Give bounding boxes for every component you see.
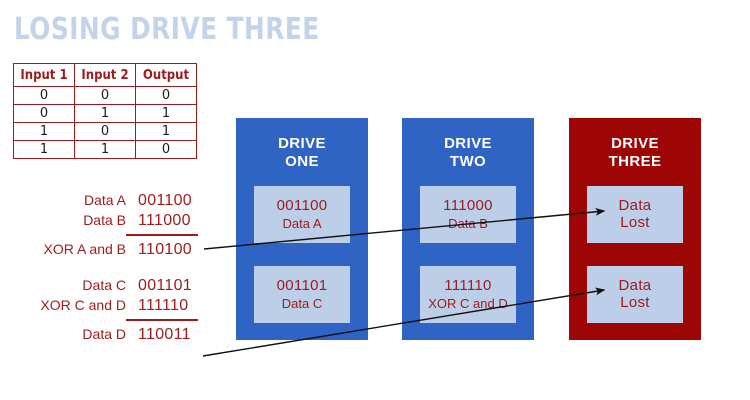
table-row: 1 0 1 bbox=[13, 122, 197, 141]
calc-divider-rule bbox=[126, 234, 198, 236]
table-cell: 1 bbox=[74, 104, 136, 123]
drive-title-line-1: DRIVE bbox=[444, 135, 492, 152]
calc-operand-row: Data A 001100 bbox=[8, 192, 210, 212]
table-cell: 0 bbox=[135, 140, 197, 159]
panel-label: Data C bbox=[281, 296, 323, 311]
panel-label: XOR C and D bbox=[428, 296, 508, 311]
calc-result-row: Data D 110011 bbox=[8, 326, 210, 346]
table-cell: 0 bbox=[13, 86, 75, 105]
calc-operand-value: 111110 bbox=[138, 297, 189, 314]
column-header-output: Output bbox=[135, 63, 197, 87]
drive-title-line-1: DRIVE bbox=[278, 135, 326, 152]
panel-label: Data A bbox=[282, 216, 322, 231]
drive-two-title: DRIVE TWO bbox=[402, 135, 534, 171]
panel-label: Data B bbox=[448, 216, 488, 231]
table-cell: 0 bbox=[74, 86, 136, 105]
column-header-input-2: Input 2 bbox=[74, 63, 136, 87]
calc-result-row: XOR A and B 110100 bbox=[8, 241, 210, 261]
drive-two-panel-data-b: 111000 Data B bbox=[420, 186, 516, 243]
calc-operand-row: XOR C and D 111110 bbox=[8, 297, 210, 317]
table-cell: 0 bbox=[74, 122, 136, 141]
calc-operand-value: 001101 bbox=[138, 277, 193, 294]
page-title: LOSING DRIVE THREE bbox=[14, 12, 320, 47]
calc-operand-label: Data A bbox=[83, 192, 126, 208]
table-cell: 1 bbox=[135, 122, 197, 141]
panel-bits: 111000 bbox=[443, 197, 493, 214]
calc-divider-rule bbox=[126, 319, 198, 321]
drive-two-panel-xor-cd: 111110 XOR C and D bbox=[420, 266, 516, 323]
table-header-row: Input 1 Input 2 Output bbox=[13, 63, 197, 87]
drive-title-line-2: ONE bbox=[285, 153, 319, 170]
table-row: 0 0 0 bbox=[13, 86, 197, 105]
table-cell: 1 bbox=[135, 104, 197, 123]
drive-one-box: DRIVE ONE 001100 Data A 001101 Data C bbox=[236, 118, 368, 340]
calc-result-label: Data D bbox=[82, 326, 126, 342]
calc-operand-row: Data C 001101 bbox=[8, 277, 210, 297]
drive-three-title: DRIVE THREE bbox=[569, 135, 701, 171]
calc-result-value: 110100 bbox=[138, 241, 193, 258]
xor-calculation-cd: Data C 001101 XOR C and D 111110 Data D … bbox=[8, 277, 210, 346]
drive-one-title: DRIVE ONE bbox=[236, 135, 368, 171]
table-row: 0 1 1 bbox=[13, 104, 197, 123]
calc-operand-label: XOR C and D bbox=[40, 297, 126, 313]
panel-lost-line-2: Lost bbox=[620, 294, 650, 311]
calc-operand-row: Data B 111000 bbox=[8, 212, 210, 232]
drive-three-box: DRIVE THREE Data Lost Data Lost bbox=[569, 118, 701, 340]
calc-operand-label: Data B bbox=[83, 212, 126, 228]
table-cell: 0 bbox=[13, 104, 75, 123]
panel-bits: 001101 bbox=[276, 277, 328, 294]
table-cell: 1 bbox=[13, 140, 75, 159]
drive-title-line-2: THREE bbox=[608, 153, 662, 170]
calc-result-value: 110011 bbox=[138, 326, 191, 343]
column-header-input-1: Input 1 bbox=[13, 63, 75, 87]
drive-title-line-2: TWO bbox=[449, 153, 487, 170]
drive-two-box: DRIVE TWO 111000 Data B 111110 XOR C and… bbox=[402, 118, 534, 340]
drive-one-panel-data-a: 001100 Data A bbox=[254, 186, 350, 243]
drive-title-line-1: DRIVE bbox=[611, 135, 659, 152]
panel-bits: 111110 bbox=[444, 277, 492, 294]
panel-lost-line-1: Data bbox=[618, 197, 652, 214]
table-cell: 1 bbox=[74, 140, 136, 159]
xor-calculation-ab: Data A 001100 Data B 111000 XOR A and B … bbox=[8, 192, 210, 261]
xor-truth-table: Input 1 Input 2 Output 0 0 0 0 1 1 1 0 1… bbox=[13, 63, 197, 159]
calc-operand-value: 001100 bbox=[138, 192, 193, 209]
calc-result-label: XOR A and B bbox=[43, 241, 127, 257]
table-row: 1 1 0 bbox=[13, 140, 197, 159]
drive-three-panel-data-lost-bottom: Data Lost bbox=[587, 266, 683, 323]
calc-operand-value: 111000 bbox=[138, 212, 191, 229]
panel-lost-line-2: Lost bbox=[620, 214, 650, 231]
calc-operand-label: Data C bbox=[82, 277, 126, 293]
drive-three-panel-data-lost-top: Data Lost bbox=[587, 186, 683, 243]
table-cell: 1 bbox=[13, 122, 75, 141]
drive-one-panel-data-c: 001101 Data C bbox=[254, 266, 350, 323]
panel-bits: 001100 bbox=[276, 197, 328, 214]
table-cell: 0 bbox=[135, 86, 197, 105]
panel-lost-line-1: Data bbox=[618, 277, 652, 294]
